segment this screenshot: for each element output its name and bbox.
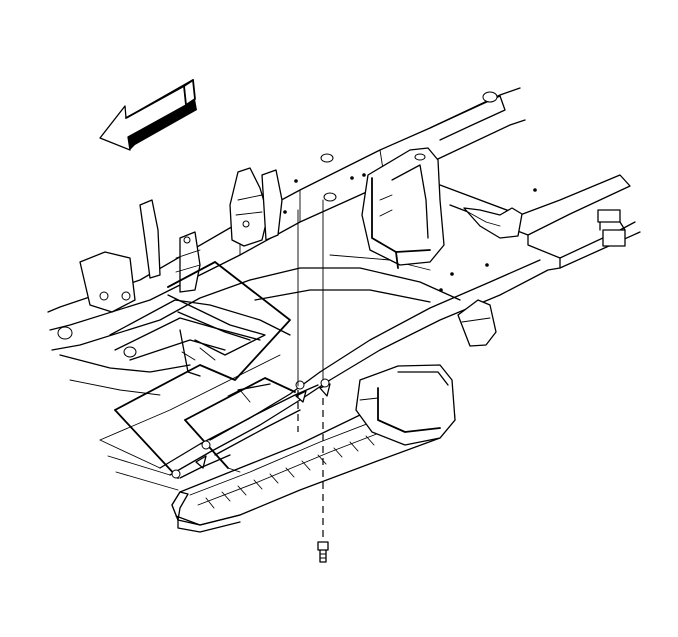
assist-step-front-bracket — [171, 377, 331, 479]
front-direction-arrow — [99, 79, 197, 151]
fuel-tank — [361, 147, 445, 269]
assist-step — [171, 364, 456, 533]
assist-step-rear-bracket — [114, 261, 291, 479]
bolt — [297, 199, 329, 563]
